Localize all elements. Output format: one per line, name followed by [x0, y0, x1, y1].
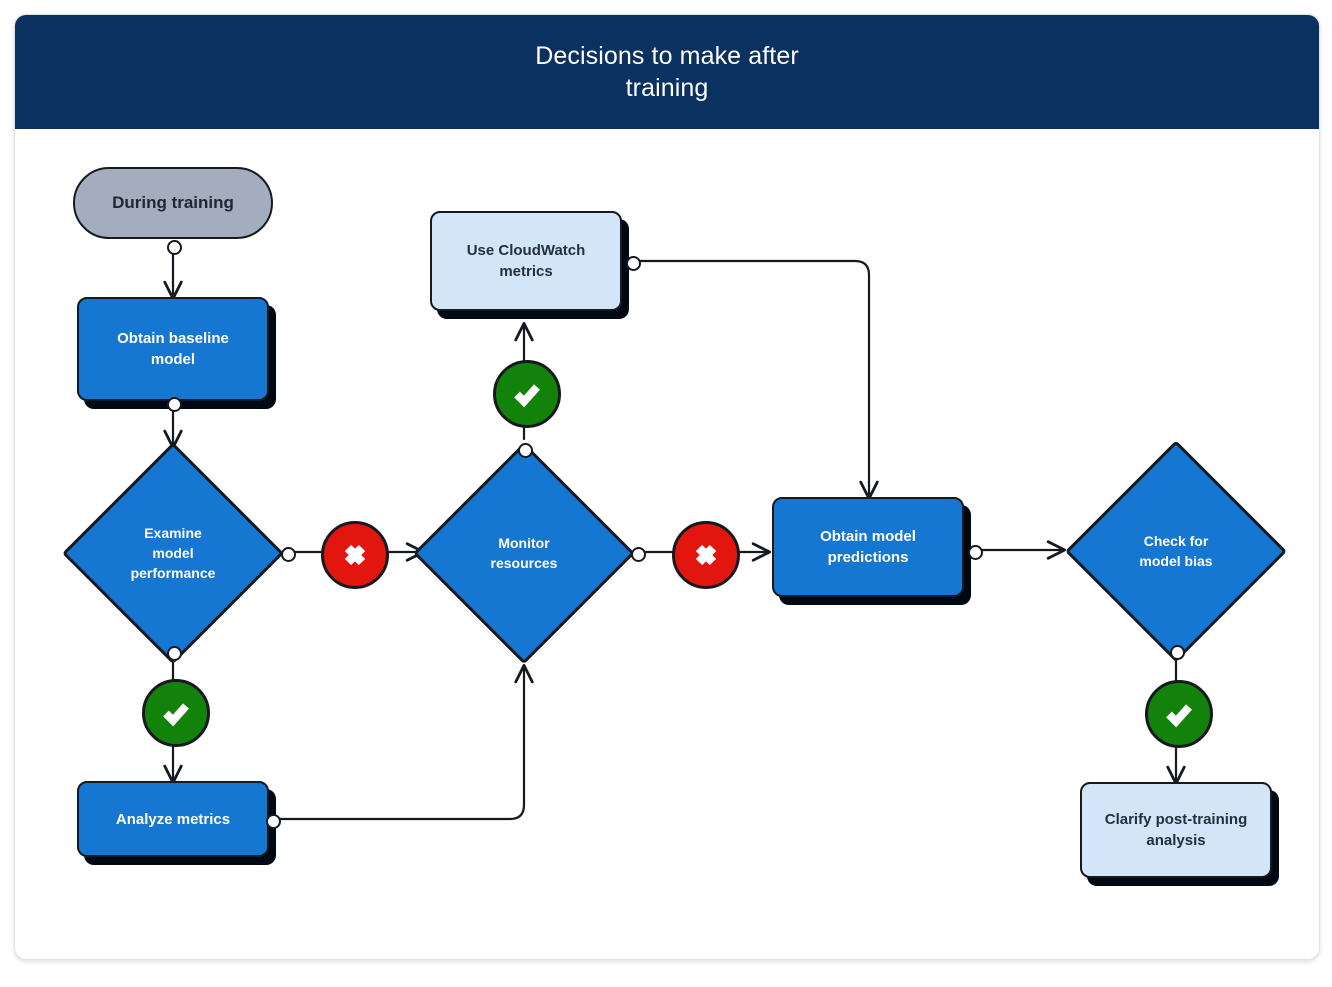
edge-analyze-metrics-to-monitor-resources: [275, 663, 534, 821]
cross-icon: [344, 544, 366, 566]
diamond-shape: [62, 442, 284, 664]
gate-examine-pass[interactable]: [142, 679, 210, 747]
gate-bias-pass[interactable]: [1145, 680, 1213, 748]
port-use-cloudwatch-right: [626, 256, 641, 271]
node-obtain-model-predictions-label: Obtain model predictions: [820, 528, 916, 566]
diamond-shape: [1065, 440, 1287, 662]
node-obtain-baseline-model-label: Obtain baseline model: [117, 330, 229, 368]
port-during-training-bottom: [167, 240, 182, 255]
check-icon: [514, 384, 540, 408]
port-examine-model-bottom: [167, 646, 182, 661]
port-monitor-resources-right: [631, 547, 646, 562]
node-use-cloudwatch-metrics-label: Use CloudWatch metrics: [466, 242, 586, 280]
port-monitor-resources-top: [518, 443, 533, 458]
diamond-shape: [413, 442, 635, 664]
node-monitor-resources[interactable]: Monitor resources: [413, 442, 635, 664]
node-during-training[interactable]: During training: [73, 167, 273, 239]
diagram-card: Decisions to make after training: [14, 14, 1320, 960]
node-analyze-metrics[interactable]: Analyze metrics: [77, 781, 269, 857]
cross-icon: [695, 544, 717, 566]
port-check-bias-bottom: [1170, 645, 1185, 660]
gate-monitor-fail[interactable]: [672, 521, 740, 589]
node-examine-model-performance[interactable]: Examine model performance: [62, 442, 284, 664]
card-header: Decisions to make after training: [15, 15, 1319, 129]
node-obtain-baseline-model[interactable]: Obtain baseline model: [77, 297, 269, 401]
port-obtain-predictions-right: [968, 545, 983, 560]
node-analyze-metrics-label: Analyze metrics: [115, 810, 231, 828]
check-icon: [163, 703, 189, 727]
node-obtain-model-predictions[interactable]: Obtain model predictions: [772, 497, 964, 597]
node-check-for-model-bias[interactable]: Check for model bias: [1065, 440, 1287, 662]
node-clarify-post-training-analysis-label: Clarify post-training analysis: [1104, 811, 1248, 849]
node-use-cloudwatch-metrics[interactable]: Use CloudWatch metrics: [430, 211, 622, 311]
node-during-training-label: During training: [112, 193, 234, 212]
gate-monitor-pass[interactable]: [493, 360, 561, 428]
check-icon: [1166, 704, 1192, 728]
edge-use-cloudwatch-to-obtain-predictions: [630, 259, 879, 501]
port-analyze-metrics-right: [266, 814, 281, 829]
port-examine-model-right: [281, 547, 296, 562]
port-obtain-baseline-bottom: [167, 397, 182, 412]
flowchart-canvas: During training Obtain baseline model Ex…: [15, 129, 1319, 959]
node-clarify-post-training-analysis[interactable]: Clarify post-training analysis: [1080, 782, 1272, 878]
gate-examine-fail[interactable]: [321, 521, 389, 589]
page-title: Decisions to make after training: [535, 42, 799, 102]
